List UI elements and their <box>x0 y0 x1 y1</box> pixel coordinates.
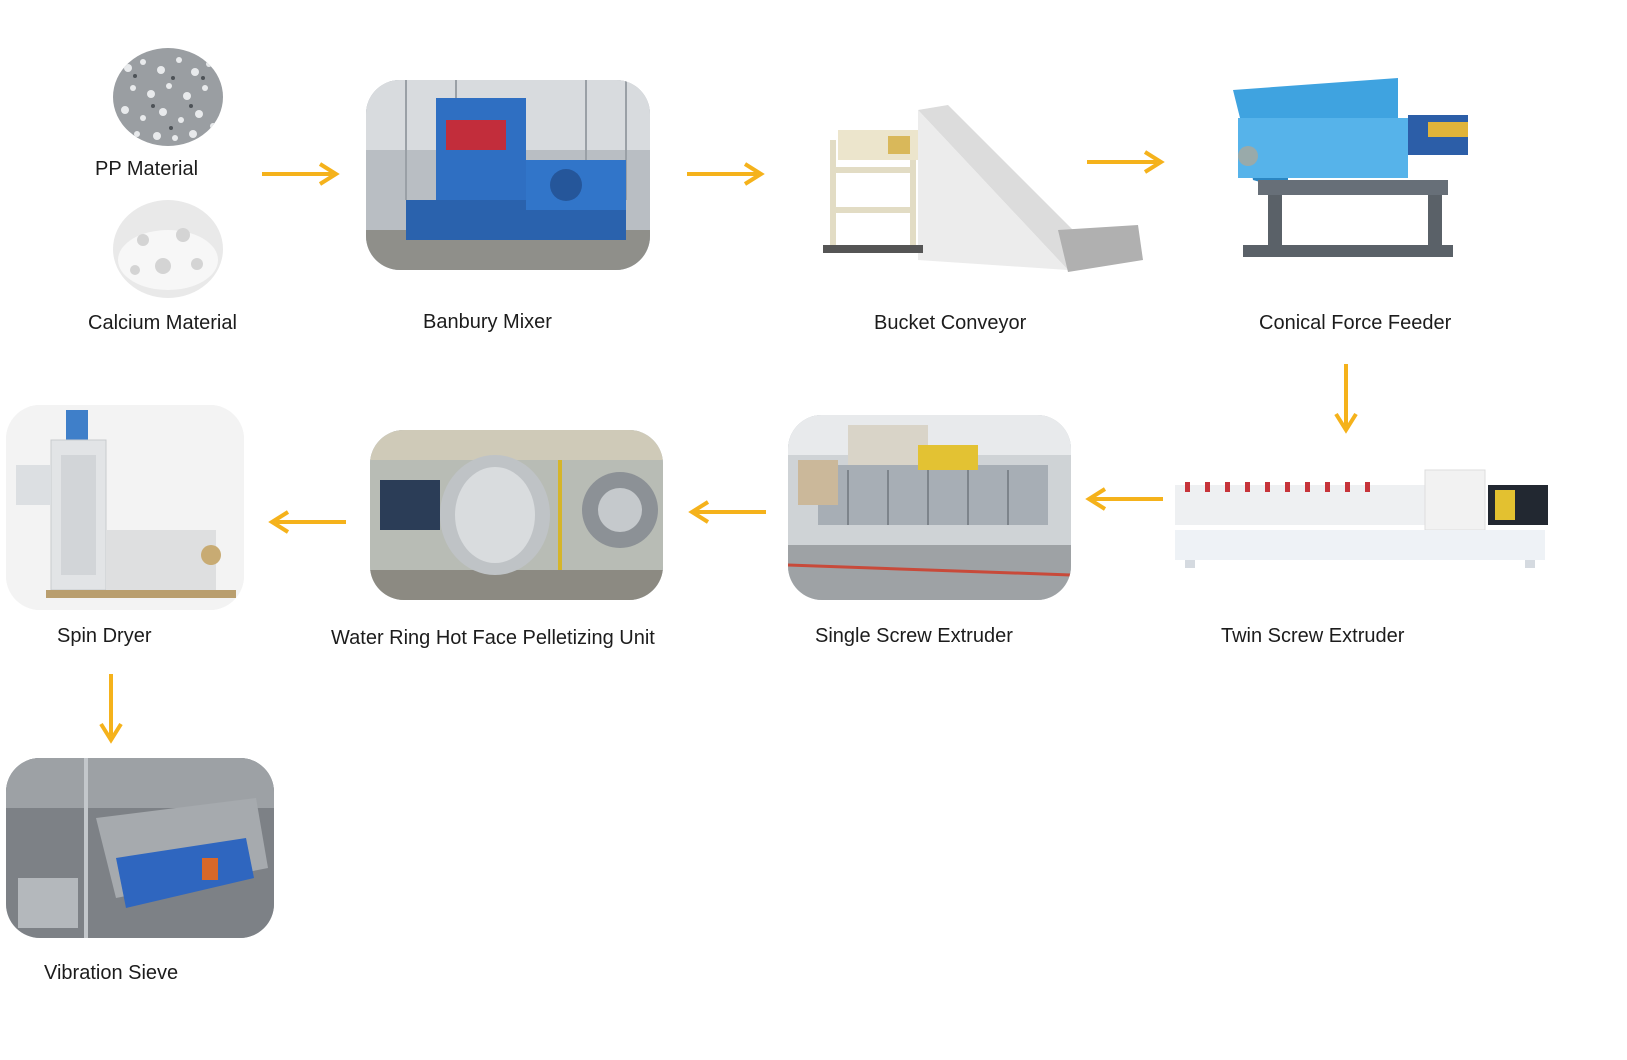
pp-material-image <box>113 48 223 146</box>
spin-dryer-image <box>6 405 244 610</box>
banbury-mixer-image <box>366 80 650 270</box>
vibration-sieve-label: Vibration Sieve <box>44 962 179 984</box>
banbury-mixer-label: Banbury Mixer <box>423 311 552 333</box>
twin-screw-extruder-label: Twin Screw Extruder <box>1221 625 1405 647</box>
pelletizing-unit-label: Water Ring Hot Face Pelletizing Unit <box>331 627 655 649</box>
vibration-sieve-image <box>6 758 274 938</box>
single-screw-extruder-image <box>788 415 1071 600</box>
pp-material-label: PP Material <box>95 158 199 180</box>
arrow-icon <box>685 162 765 186</box>
arrow-icon <box>1085 150 1165 174</box>
arrow-icon <box>1334 362 1358 434</box>
conical-force-feeder-label: Conical Force Feeder <box>1259 312 1452 334</box>
single-screw-extruder-label: Single Screw Extruder <box>815 625 1013 647</box>
arrow-icon <box>688 500 768 524</box>
pelletizing-unit-image <box>370 430 663 600</box>
spin-dryer-label: Spin Dryer <box>57 625 152 647</box>
bucket-conveyor-label: Bucket Conveyor <box>874 312 1027 334</box>
arrow-icon <box>268 510 348 534</box>
conical-force-feeder-image <box>1228 70 1503 275</box>
arrow-icon <box>260 162 340 186</box>
bucket-conveyor-image <box>818 100 1148 275</box>
calcium-material-image <box>113 200 223 298</box>
arrow-icon <box>99 672 123 744</box>
twin-screw-extruder-image <box>1170 460 1560 630</box>
calcium-material-label: Calcium Material <box>88 312 237 334</box>
arrow-icon <box>1085 487 1165 511</box>
